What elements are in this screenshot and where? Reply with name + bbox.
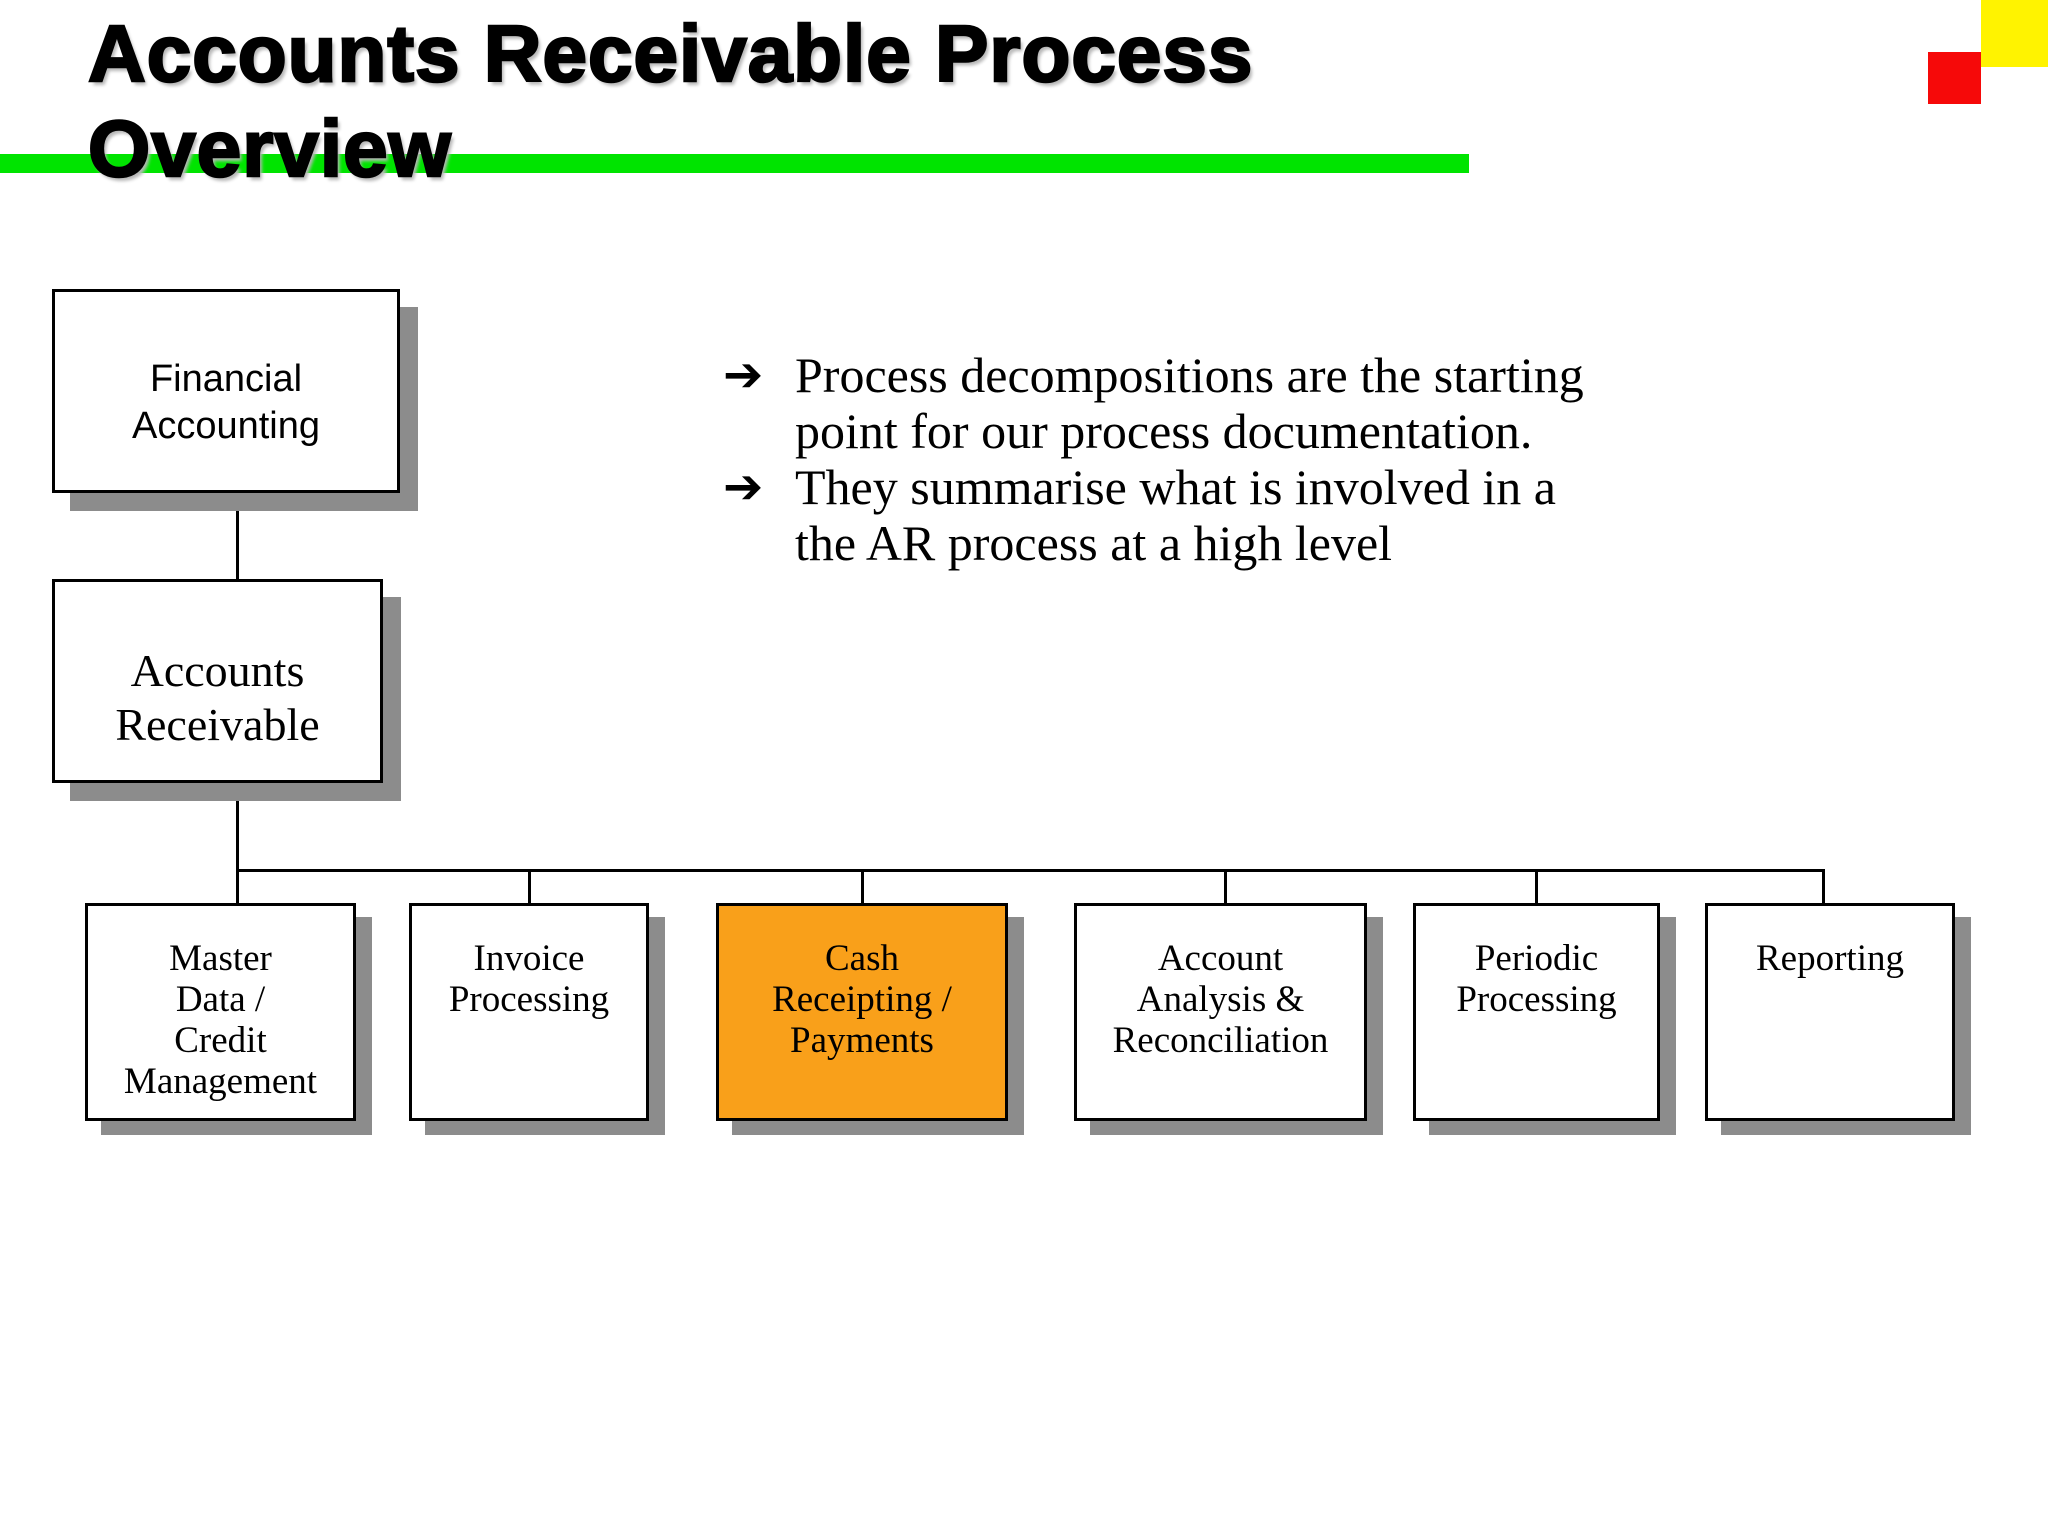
slide-title-line2: Overview [87,103,452,195]
connector-stub-master-data [236,869,239,903]
connector-stub-cash-receipting [861,869,864,903]
bullet-item-1: ➔ Process decompositions are the startin… [723,347,1584,459]
connector-horizontal-bus [236,869,1825,872]
connector-stub-reporting [1822,869,1825,903]
slide-title: Accounts Receivable Process Overview [87,6,1254,196]
connector-ar-to-bus [236,783,239,869]
red-corner-square [1928,52,1981,104]
node-reporting: Reporting [1705,903,1955,1121]
yellow-corner-square [1981,0,2048,67]
connector-financial-to-ar [236,493,239,579]
green-accent-rule [0,154,1469,173]
arrow-bullet-icon: ➔ [723,459,764,515]
connector-stub-invoice [528,869,531,903]
slide-title-line1: Accounts Receivable Process [87,8,1254,100]
connector-stub-periodic [1535,869,1538,903]
arrow-bullet-icon: ➔ [723,347,764,403]
connector-stub-account-analysis [1224,869,1227,903]
